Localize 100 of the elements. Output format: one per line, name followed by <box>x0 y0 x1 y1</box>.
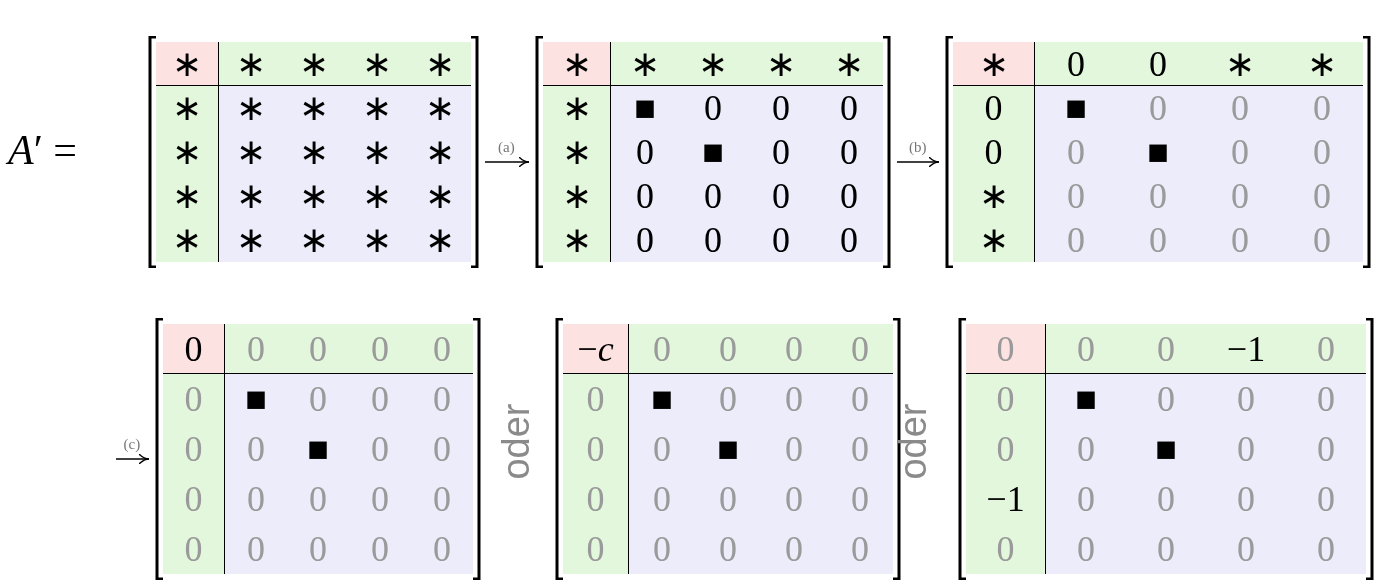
matrix-entry: 0 <box>747 218 815 262</box>
matrix-entry: 0 <box>1126 524 1206 574</box>
matrix-entry: 0 <box>563 474 629 524</box>
matrix-entry: 0 <box>815 130 883 174</box>
matrix-entry: ∗ <box>345 42 408 86</box>
matrix-entry: ■ <box>1046 374 1126 424</box>
matrix-entry: ∗ <box>611 42 679 86</box>
matrix-entry: 0 <box>225 424 287 474</box>
matrix-entry: 0 <box>1126 324 1206 374</box>
matrix-entry: 0 <box>287 474 349 524</box>
matrix-entry: ∗ <box>219 42 282 86</box>
connector-word: oder <box>891 403 935 480</box>
matrix-entry: 0 <box>349 424 411 474</box>
matrix-entry: 0 <box>225 524 287 574</box>
matrix-entry: 0 <box>1206 474 1286 524</box>
matrix-entry: 0 <box>827 474 893 524</box>
matrix-entry: ∗ <box>953 218 1035 262</box>
matrix-entry: 0 <box>747 130 815 174</box>
matrix-entry: 0 <box>287 374 349 424</box>
matrix-entry: 0 <box>629 524 695 574</box>
matrix-entry: 0 <box>1035 174 1117 218</box>
matrix-entry: 0 <box>1035 130 1117 174</box>
edge-label: (a) <box>497 140 516 155</box>
matrix-entry: 0 <box>1117 86 1199 130</box>
matrix-entry: 0 <box>761 374 827 424</box>
matrix-entry: ∗ <box>679 42 747 86</box>
matrix-entry: 0 <box>563 374 629 424</box>
matrix-entry: 0 <box>1117 174 1199 218</box>
matrix-entry: ∗ <box>543 218 611 262</box>
matrix-entry: 0 <box>815 218 883 262</box>
edge-label: (b) <box>908 140 928 155</box>
matrix-entry: 0 <box>827 424 893 474</box>
matrix-entry: ∗ <box>815 42 883 86</box>
matrix-entry: 0 <box>163 474 225 524</box>
matrix-entry: 0 <box>1199 218 1281 262</box>
matrix-entry: 0 <box>611 174 679 218</box>
matrix-entry: ∗ <box>156 130 219 174</box>
matrix-entry: −c <box>563 324 629 374</box>
matrix <box>535 36 891 268</box>
matrix-entry: ∗ <box>156 86 219 130</box>
matrix-entry: 0 <box>411 524 473 574</box>
matrix-entry: 0 <box>163 374 225 424</box>
matrix-entry: ∗ <box>219 218 282 262</box>
matrix-entry: 0 <box>629 474 695 524</box>
matrix-entry: 0 <box>1117 42 1199 86</box>
matrix-entry: ∗ <box>282 130 345 174</box>
matrix-entry: 0 <box>1035 42 1117 86</box>
matrix-entry: ∗ <box>953 174 1035 218</box>
matrix-entry: ■ <box>695 424 761 474</box>
matrix-entry: 0 <box>1199 86 1281 130</box>
matrix-entry: 0 <box>411 474 473 524</box>
matrix-entry: 0 <box>695 374 761 424</box>
matrix-entry: 0 <box>1046 524 1126 574</box>
matrix-entry: 0 <box>349 524 411 574</box>
matrix-entry: 0 <box>611 130 679 174</box>
matrix-entry: ∗ <box>219 174 282 218</box>
matrix-entry: 0 <box>1199 174 1281 218</box>
matrix-entry: 0 <box>225 324 287 374</box>
matrix-entry: 0 <box>163 524 225 574</box>
matrix <box>148 36 479 268</box>
matrix-entry: 0 <box>695 524 761 574</box>
matrix-entry: 0 <box>1286 474 1366 524</box>
matrix-entry: ∗ <box>747 42 815 86</box>
matrix-entry: 0 <box>966 524 1046 574</box>
matrix-entry: ∗ <box>345 174 408 218</box>
matrix-entry: 0 <box>1199 130 1281 174</box>
matrix-entry: ∗ <box>408 86 471 130</box>
matrix-entry: −1 <box>966 474 1046 524</box>
matrix-entry: 0 <box>761 524 827 574</box>
edge-label: (c) <box>122 437 142 452</box>
matrix-entry: 0 <box>761 324 827 374</box>
matrix-entry: 0 <box>761 474 827 524</box>
matrix-entry: 0 <box>349 474 411 524</box>
matrix-entry: 0 <box>1117 218 1199 262</box>
matrix-entry: 0 <box>1046 424 1126 474</box>
matrix-entry: 0 <box>1206 424 1286 474</box>
matrix-entry: 0 <box>761 424 827 474</box>
matrix-entry: 0 <box>287 524 349 574</box>
matrix <box>155 318 481 580</box>
matrix-entry: ∗ <box>345 86 408 130</box>
matrix-entry: 0 <box>1126 474 1206 524</box>
matrix-entry: 0 <box>827 524 893 574</box>
matrix <box>945 36 1371 268</box>
matrix-entry: ■ <box>679 130 747 174</box>
matrix-entry: 0 <box>1286 374 1366 424</box>
matrix-entry: −1 <box>1206 324 1286 374</box>
matrix-entry: ∗ <box>408 174 471 218</box>
matrix-entry: ∗ <box>282 218 345 262</box>
matrix-entry: 0 <box>747 86 815 130</box>
matrix-entry: 0 <box>1281 130 1363 174</box>
matrix-entry: 0 <box>695 324 761 374</box>
matrix-entry: 0 <box>815 174 883 218</box>
matrix-entry: 0 <box>827 324 893 374</box>
matrix-entry: 0 <box>966 374 1046 424</box>
matrix-entry: ■ <box>1117 130 1199 174</box>
matrix-entry: 0 <box>966 424 1046 474</box>
matrix-entry: 0 <box>611 218 679 262</box>
matrix-entry: ∗ <box>1281 42 1363 86</box>
matrix-entry: ∗ <box>408 218 471 262</box>
matrix-entry: 0 <box>679 174 747 218</box>
